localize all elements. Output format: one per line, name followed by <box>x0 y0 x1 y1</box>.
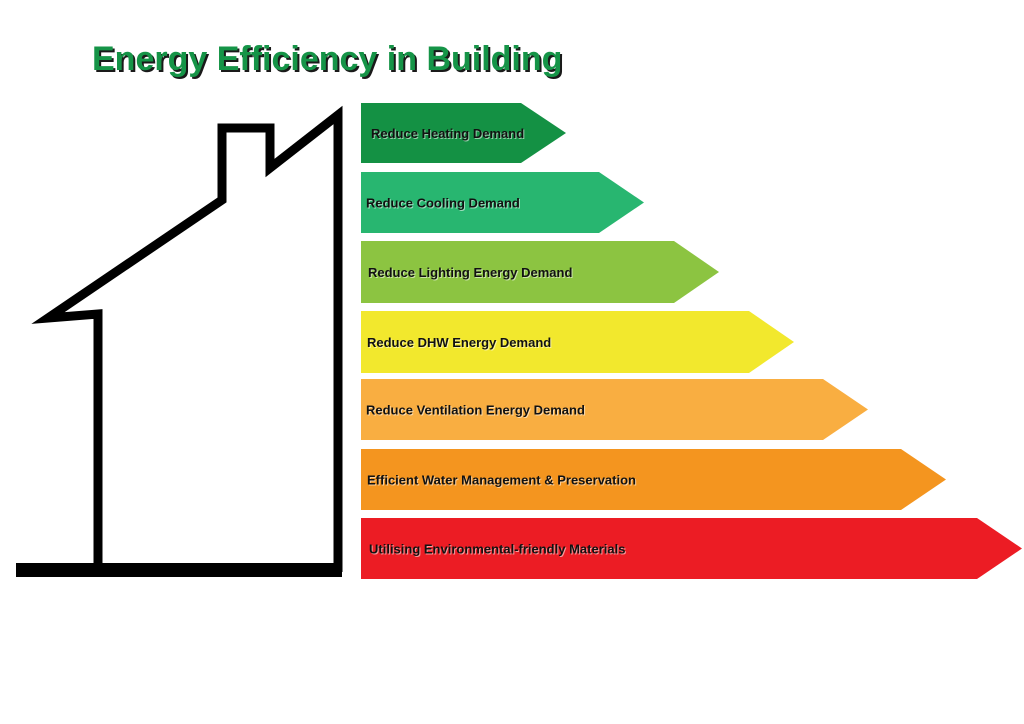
energy-bar-4 <box>361 311 794 373</box>
energy-bar-label-7: Utilising Environmental-friendly Materia… <box>369 542 625 557</box>
energy-bar-label-1: Reduce Heating Demand <box>371 126 524 141</box>
energy-bar-label-4: Reduce DHW Energy Demand <box>367 335 551 350</box>
energy-bar-6 <box>361 449 946 510</box>
energy-bar-label-shadow-6: Efficient Water Management & Preservatio… <box>368 474 637 489</box>
energy-bar-1 <box>361 103 566 163</box>
energy-bar-label-shadow-7: Utilising Environmental-friendly Materia… <box>370 543 626 558</box>
energy-bar-label-shadow-2: Reduce Cooling Demand <box>367 197 521 212</box>
energy-bar-label-shadow-5: Reduce Ventilation Energy Demand <box>367 404 586 419</box>
energy-bar-5 <box>361 379 868 440</box>
energy-bar-label-2: Reduce Cooling Demand <box>366 196 520 211</box>
energy-bar-label-6: Efficient Water Management & Preservatio… <box>367 473 636 488</box>
energy-bar-7 <box>361 518 1022 579</box>
energy-bar-label-shadow-4: Reduce DHW Energy Demand <box>368 336 552 351</box>
energy-bar-2 <box>361 172 644 233</box>
diagram-title: Energy Efficiency in Building <box>92 40 563 78</box>
energy-bar-label-shadow-1: Reduce Heating Demand <box>372 127 525 142</box>
energy-bar-label-3: Reduce Lighting Energy Demand <box>368 265 572 280</box>
energy-bar-label-5: Reduce Ventilation Energy Demand <box>366 403 585 418</box>
energy-bar-label-shadow-3: Reduce Lighting Energy Demand <box>369 266 573 281</box>
energy-bar-3 <box>361 241 719 303</box>
